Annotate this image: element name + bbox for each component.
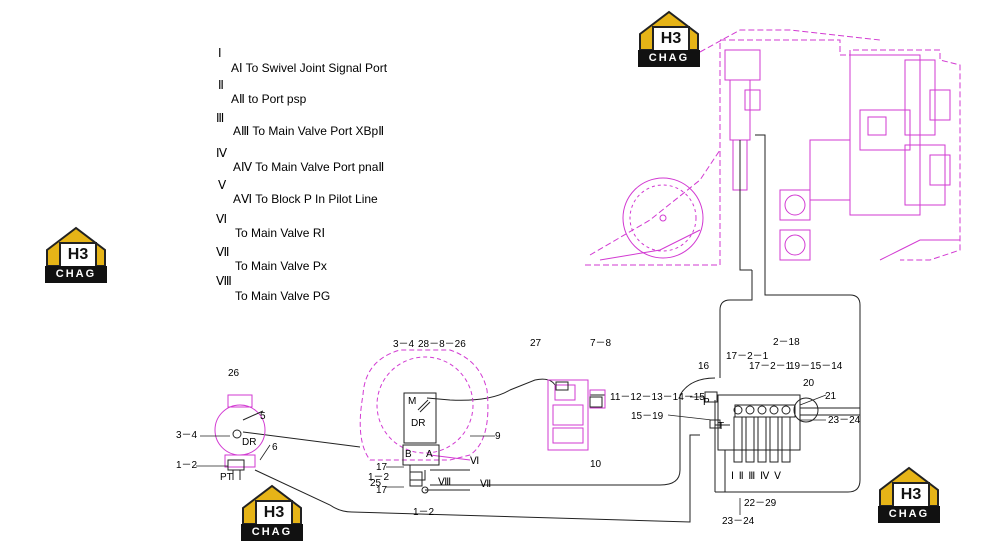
label-17-lower: 17 [376, 485, 388, 496]
label-p: P [703, 397, 710, 408]
label-roman-vii: Ⅶ [480, 479, 492, 490]
watermark-logo: H3 CHAG [638, 10, 700, 70]
logo-hb: H3 [892, 482, 930, 508]
label-1-2-bottom: 1－2 [413, 507, 435, 518]
label-15-19: 15－19 [631, 411, 664, 422]
swing-motor [359, 349, 489, 461]
label-16: 16 [698, 361, 710, 372]
manifold-valves [733, 405, 791, 463]
watermark-logo: H3 CHAG [241, 484, 303, 544]
label-25: 25 [370, 478, 382, 489]
manifold-block [704, 391, 819, 463]
label-2-18: 2－18 [773, 337, 800, 348]
legend-text-2: AⅡ to Port psp [231, 92, 307, 106]
label-dr-left: DR [242, 437, 257, 448]
label-11-15: 11－12－13－14－15 [610, 392, 705, 403]
logo-hb: H3 [255, 500, 293, 526]
swing-motor-block [402, 392, 440, 494]
legend-roman-1: Ⅰ [218, 46, 222, 60]
label-20: 20 [803, 378, 815, 389]
label-roman-viii: Ⅷ [438, 477, 452, 488]
label-b: B [405, 449, 412, 460]
label-9: 9 [495, 431, 501, 442]
legend-text-7: To Main Valve Px [235, 259, 327, 273]
legend-text-8: To Main Valve PG [235, 289, 331, 303]
label-3-4-left: 3－4 [176, 430, 198, 441]
legend-roman-2: Ⅱ [218, 78, 224, 92]
label-a: A [426, 449, 433, 460]
label-17-2-1-top: 17－2－1 [726, 351, 769, 362]
center-valve-fittings [555, 381, 603, 408]
logo-text: CHAG [241, 524, 303, 541]
logo-hb: H3 [652, 26, 690, 52]
label-1-2-mid: 1－2 [368, 472, 390, 483]
legend-text-4: AⅣ To Main Valve Port pnaⅡ [233, 160, 385, 174]
legend-text-1: AⅠ To Swivel Joint Signal Port [231, 61, 388, 75]
legend-roman-7: Ⅶ [216, 245, 230, 259]
label-28-8-26: 28－8－26 [418, 339, 466, 350]
label-roman-vi: Ⅵ [470, 456, 480, 467]
legend-roman-4: Ⅳ [216, 146, 228, 160]
label-m: M [408, 396, 417, 407]
label-6: 6 [272, 442, 278, 453]
label-dr-mid: DR [411, 418, 426, 429]
label-t: T [718, 421, 725, 432]
label-21: 21 [825, 391, 837, 402]
label-23-24-bottom: 23－24 [722, 516, 755, 527]
legend-roman-5: Ⅴ [218, 178, 227, 192]
label-17-2-1-mid: 17－2－1 [749, 361, 792, 372]
left-pump-fittings [227, 410, 264, 480]
legend-text-5: AⅥ To Block P In Pilot Line [233, 192, 378, 206]
legend-roman-8: Ⅷ [216, 274, 232, 288]
watermark-logo: H3 CHAG [878, 466, 940, 526]
left-pump [214, 394, 266, 468]
label-5: 5 [260, 411, 266, 422]
logo-hb: H3 [59, 242, 97, 268]
label-3-4-mid: 3－4 [393, 339, 415, 350]
label-19-15-14: 19－15－14 [789, 361, 843, 372]
label-23-24-right: 23－24 [828, 415, 861, 426]
logo-text: CHAG [878, 506, 940, 523]
label-pt: PT [220, 472, 233, 483]
label-roman-ports: Ⅰ Ⅱ Ⅲ Ⅳ Ⅴ [731, 471, 782, 482]
leader-lines [196, 394, 827, 515]
label-10: 10 [590, 459, 602, 470]
logo-text: CHAG [638, 50, 700, 67]
center-valve [547, 379, 606, 451]
legend-roman-6: Ⅵ [216, 212, 228, 226]
label-1-2-left: 1－2 [176, 460, 198, 471]
watermark-logo: H3 CHAG [45, 226, 107, 286]
label-27: 27 [530, 338, 542, 349]
machine-outline [585, 29, 961, 266]
legend-roman-3: Ⅲ [216, 111, 225, 125]
legend-text-6: To Main Valve RⅠ [235, 226, 326, 240]
label-7-8: 7－8 [590, 338, 612, 349]
logo-text: CHAG [45, 266, 107, 283]
label-26: 26 [228, 368, 240, 379]
label-22-29: 22－29 [744, 498, 777, 509]
pipelines [242, 134, 861, 523]
legend-text-3: AⅢ To Main Valve Port XBpⅡ [233, 124, 385, 138]
label-17-upper: 17 [376, 462, 388, 473]
